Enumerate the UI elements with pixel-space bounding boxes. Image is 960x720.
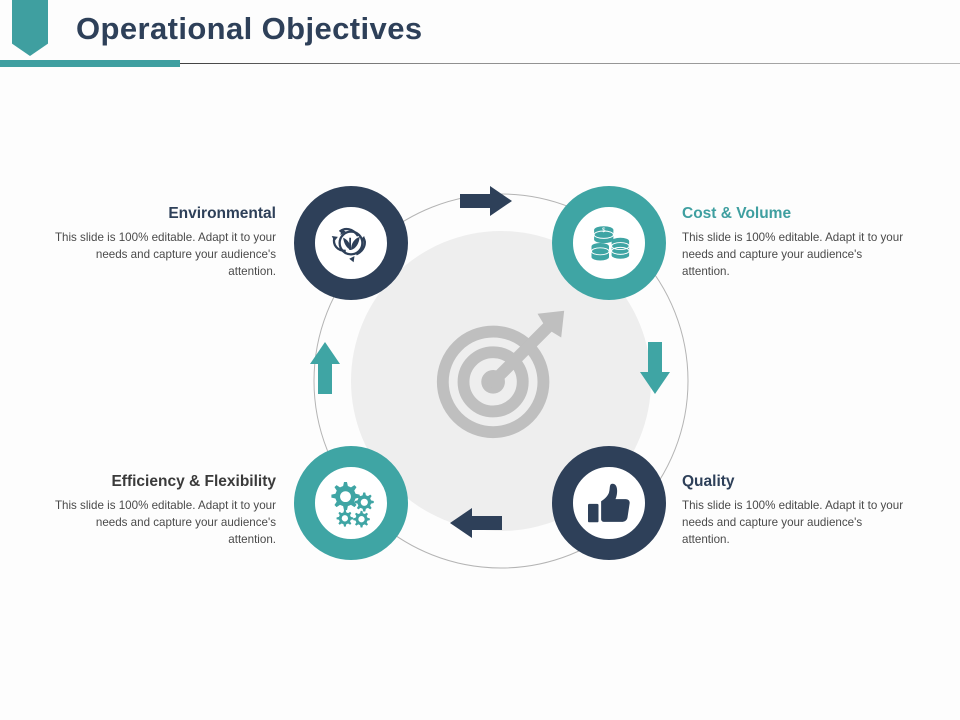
coin-stacks-icon: $ — [591, 226, 630, 261]
flow-arrow-top — [460, 186, 512, 216]
flow-arrow-right — [640, 342, 670, 394]
gears-icon — [331, 482, 374, 528]
text-block-efficiency-flexibility: Efficiency & Flexibility This slide is 1… — [48, 473, 276, 548]
bookmark-ribbon-icon — [12, 0, 48, 56]
node-body-cost-volume: This slide is 100% editable. Adapt it to… — [682, 231, 904, 279]
flow-arrow-bottom — [450, 508, 502, 538]
node-title-efficiency-flexibility: Efficiency & Flexibility — [111, 473, 276, 490]
node-efficiency-flexibility[interactable] — [294, 446, 408, 560]
thumbs-up-icon — [588, 483, 630, 523]
text-block-environmental: Environmental This slide is 100% editabl… — [48, 205, 276, 280]
text-block-cost-volume: Cost & Volume This slide is 100% editabl… — [682, 205, 910, 280]
text-block-quality: Quality This slide is 100% editable. Ada… — [682, 473, 910, 548]
node-title-quality: Quality — [682, 473, 735, 490]
recycle-leaf-icon — [331, 227, 366, 263]
svg-text:$: $ — [602, 227, 606, 234]
node-title-environmental: Environmental — [168, 205, 276, 222]
slide-header: Operational Objectives — [0, 0, 960, 70]
node-body-environmental: This slide is 100% editable. Adapt it to… — [54, 231, 276, 279]
node-title-cost-volume: Cost & Volume — [682, 205, 792, 222]
page-title: Operational Objectives — [76, 11, 423, 46]
node-body-efficiency-flexibility: This slide is 100% editable. Adapt it to… — [54, 499, 276, 547]
flow-arrow-left — [310, 342, 340, 394]
node-body-quality: This slide is 100% editable. Adapt it to… — [682, 499, 904, 547]
header-accent-bar — [0, 60, 180, 67]
node-quality[interactable] — [552, 446, 666, 560]
node-environmental[interactable] — [294, 186, 408, 300]
target-arrow-icon — [436, 310, 565, 439]
header-divider-line — [180, 63, 960, 64]
node-cost-volume[interactable]: $ — [552, 186, 666, 300]
